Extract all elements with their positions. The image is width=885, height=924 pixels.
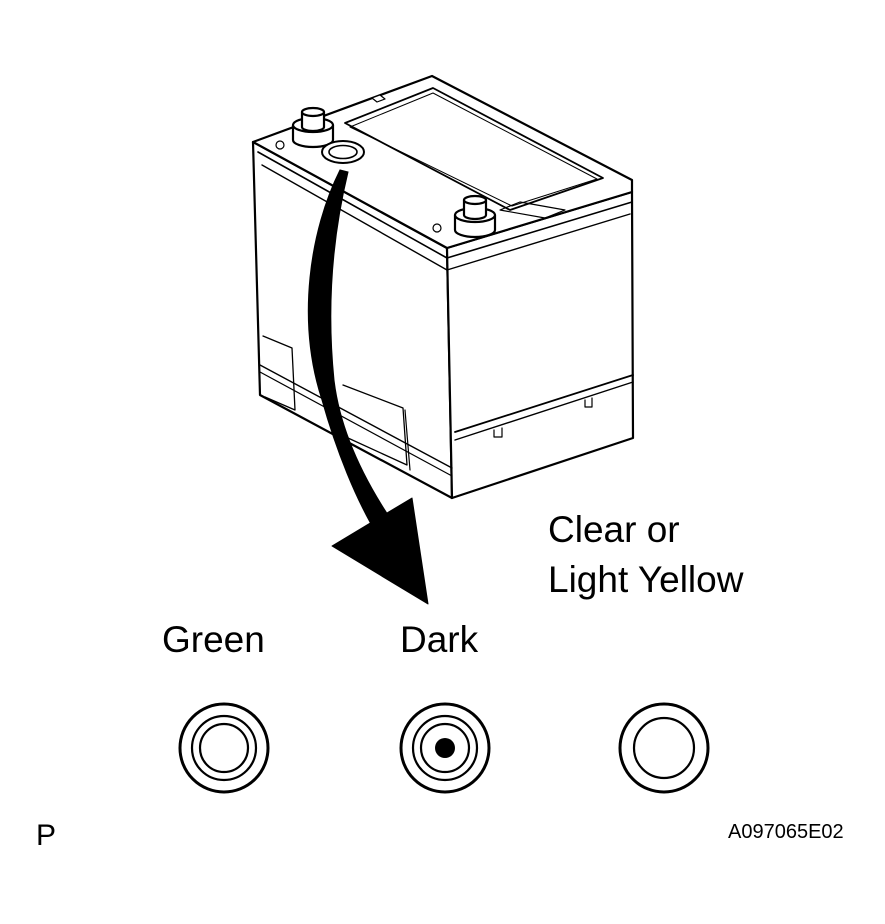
battery-terminal-right xyxy=(453,194,497,239)
battery-terminal-left xyxy=(291,106,335,149)
label-green: Green xyxy=(162,619,265,660)
label-clear-line2: Light Yellow xyxy=(548,559,744,600)
battery-illustration xyxy=(251,74,635,500)
arrow-head xyxy=(331,497,429,605)
curved-arrow xyxy=(307,169,429,605)
battery-indicator-eye xyxy=(321,140,365,164)
corner-letter: P xyxy=(36,819,57,852)
label-clear-line1: Clear or xyxy=(548,509,680,550)
battery-top-panel xyxy=(344,87,604,211)
indicator-clear xyxy=(618,702,710,794)
label-dark: Dark xyxy=(400,619,479,660)
indicator-dark xyxy=(399,702,491,794)
figure-code: A097065E02 xyxy=(728,821,844,843)
indicator-green xyxy=(178,702,270,794)
